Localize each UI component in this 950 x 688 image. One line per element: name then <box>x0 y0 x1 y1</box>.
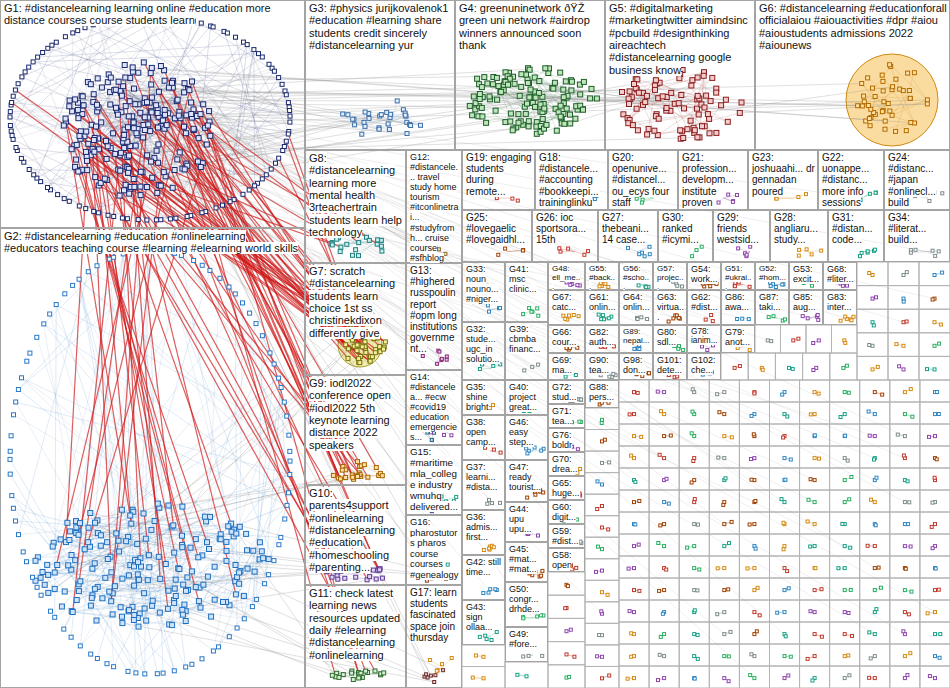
graph-canvas: G1: #distancelearning learning online #e… <box>0 0 950 688</box>
